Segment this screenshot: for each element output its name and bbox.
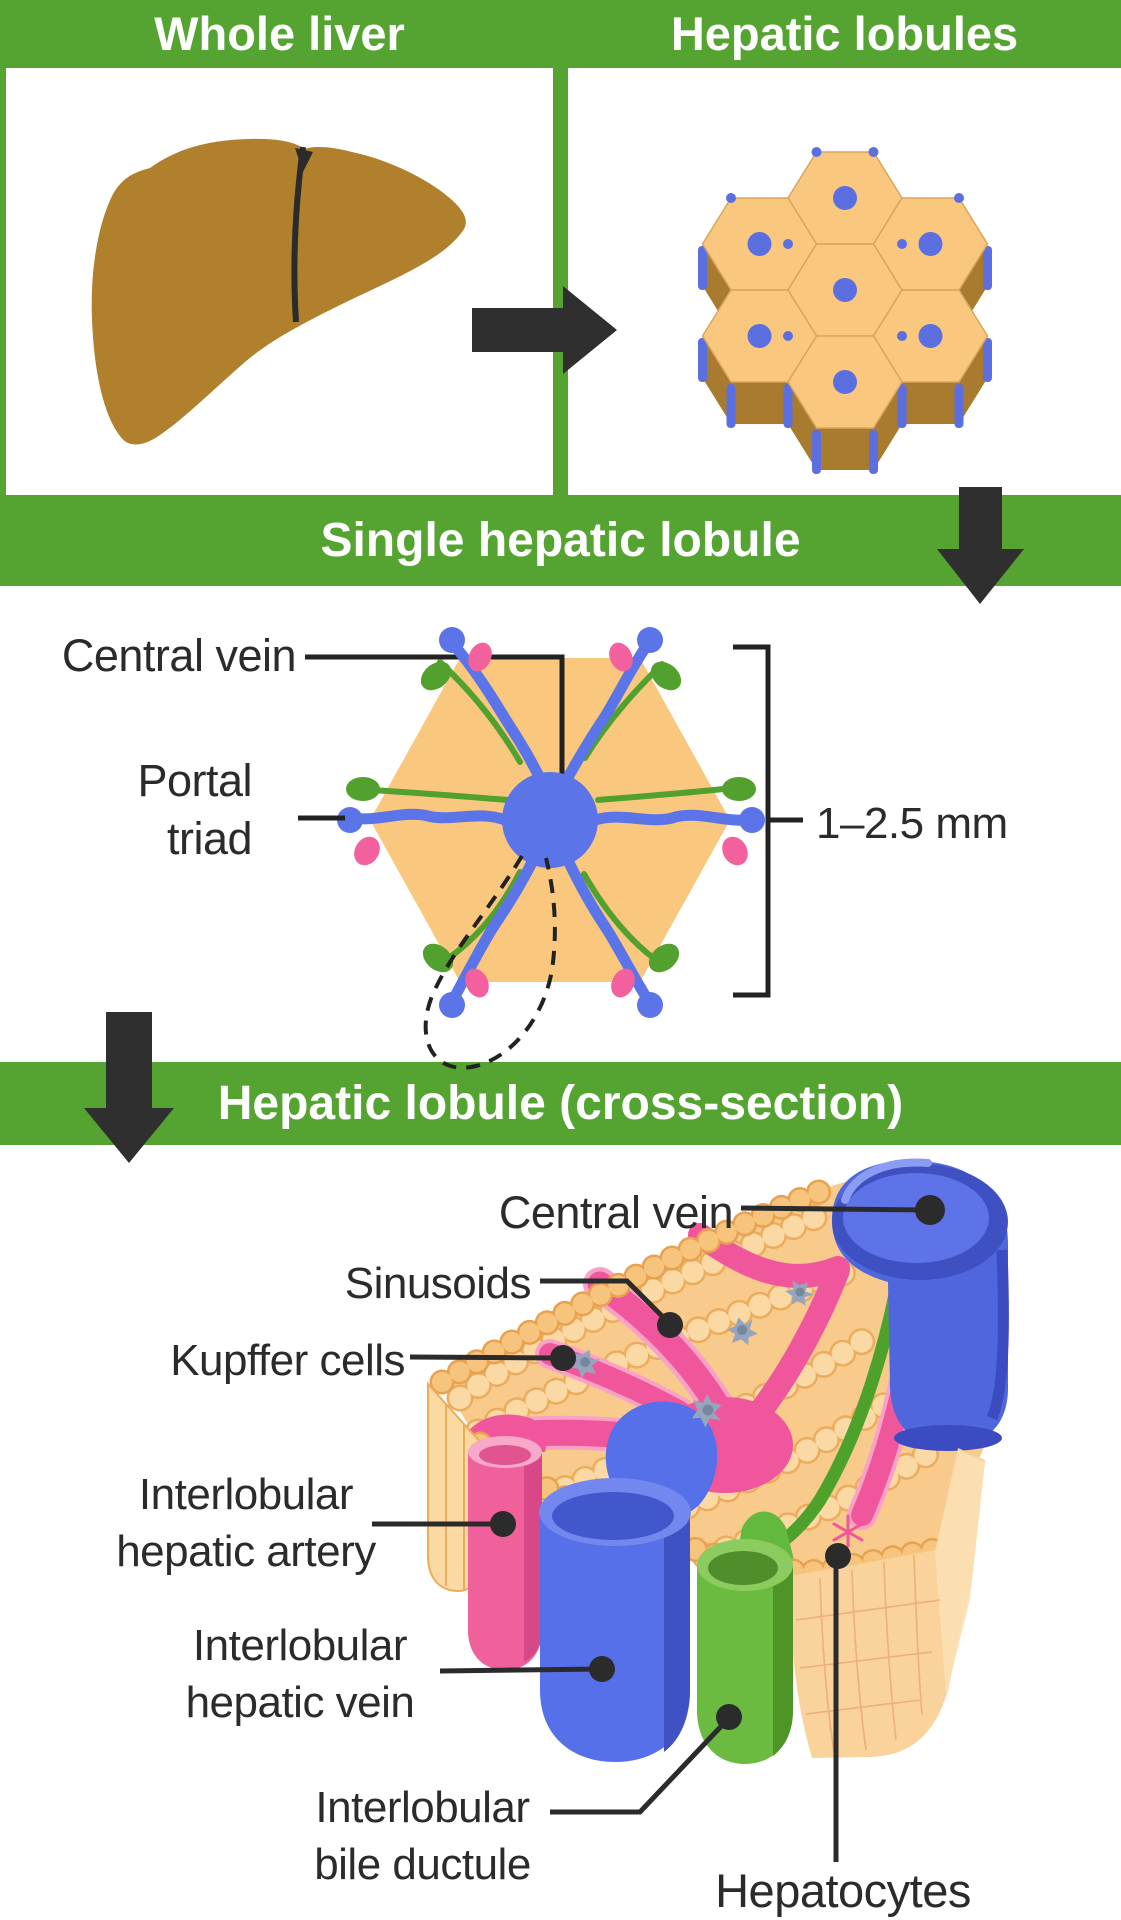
central-vein-label: Central vein bbox=[61, 630, 297, 681]
sinusoid-confluence bbox=[657, 1397, 793, 1493]
sinusoids-label: Sinusoids bbox=[344, 1259, 532, 1308]
liver-crease bbox=[291, 146, 306, 323]
vein-surface-channel bbox=[605, 1401, 718, 1520]
central-vein-blob bbox=[502, 772, 598, 868]
central-vein-dots bbox=[726, 147, 964, 394]
portal-vein-edge-bars bbox=[698, 246, 992, 474]
arrow-right-icon bbox=[472, 286, 617, 374]
size-label: 1–2.5 mm bbox=[816, 799, 1008, 848]
hepatic-lobules-title: Hepatic lobules bbox=[670, 7, 1019, 60]
cut-edges bbox=[429, 1173, 953, 1585]
frame-left-border bbox=[0, 0, 6, 495]
hepatocytes-label: Hepatocytes bbox=[715, 1864, 971, 1917]
single-lobule-title: Single hepatic lobule bbox=[320, 514, 801, 567]
kupffer-cells bbox=[565, 1274, 917, 1431]
kupffer-cells-label: Kupffer cells bbox=[170, 1336, 405, 1385]
lobule-hexagon bbox=[370, 658, 730, 982]
interlobular-bile-label: Interlobular bile ductule bbox=[314, 1783, 531, 1889]
cross-section-header-bar: Hepatic lobule (cross-section) bbox=[0, 1062, 1121, 1145]
panel-divider bbox=[553, 0, 568, 495]
whole-liver-title: Whole liver bbox=[154, 7, 405, 60]
bile-surface-channel bbox=[757, 1251, 909, 1559]
hepatic-lobules-illustration bbox=[698, 147, 992, 474]
interlobular-vein-cylinder bbox=[539, 1478, 691, 1762]
sinusoid-channels bbox=[473, 1223, 940, 1530]
central-vein-leader-line bbox=[305, 654, 565, 818]
liver-illustration bbox=[91, 138, 466, 445]
portal-triad-label: Portal triad bbox=[137, 755, 252, 864]
single-lobule-header-bar: Single hepatic lobule bbox=[0, 495, 1121, 586]
portal-triad-lasso bbox=[423, 854, 557, 1070]
portal-triads bbox=[337, 627, 765, 1018]
front-faces bbox=[427, 1381, 985, 1758]
central-vein-cs-label: Central vein bbox=[498, 1187, 734, 1238]
interlobular-vein-label: Interlobular hepatic vein bbox=[185, 1621, 415, 1727]
bile-ductule-cylinder bbox=[697, 1539, 793, 1764]
interlobular-artery-label: Interlobular hepatic artery bbox=[116, 1470, 376, 1576]
size-bracket bbox=[733, 644, 803, 998]
bile-ductule-lines bbox=[367, 659, 736, 963]
leader-dots bbox=[490, 1195, 945, 1730]
central-vein-cylinder bbox=[832, 1158, 1009, 1451]
vein-vessels bbox=[348, 638, 754, 1006]
cross-section-title: Hepatic lobule (cross-section) bbox=[217, 1077, 904, 1130]
